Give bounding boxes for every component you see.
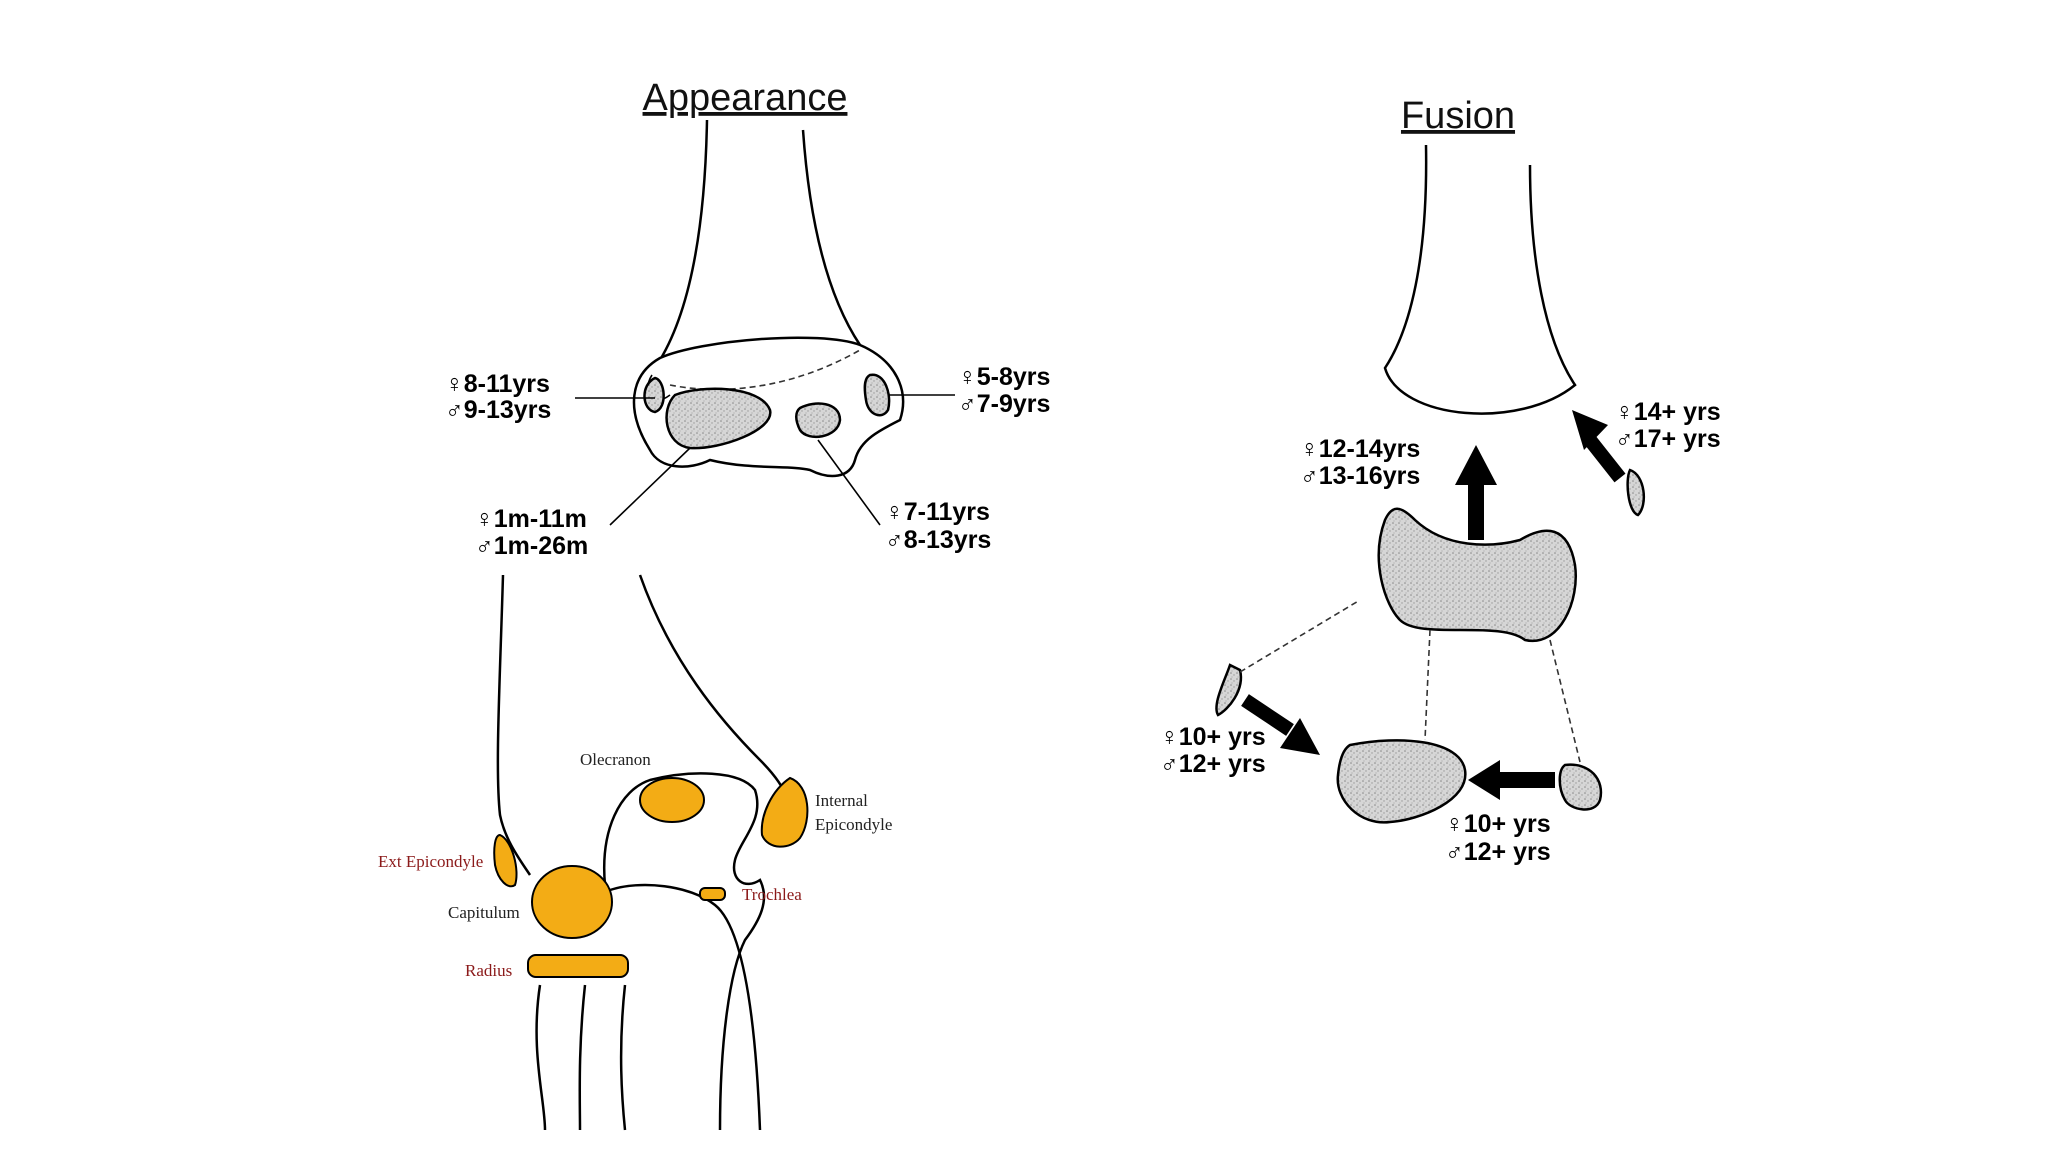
label-trochlea-male: ♂8-13yrs — [885, 526, 991, 554]
radius-shaft-right — [619, 984, 627, 1131]
label-fusion-lateral-male: ♂12+ yrs — [1160, 750, 1266, 778]
internal-epicondyle-cartilage — [760, 776, 809, 848]
arrow-up — [1455, 445, 1497, 540]
fusion-lateral-fragment — [1215, 663, 1243, 717]
radius-cartilage — [527, 954, 629, 978]
lateral-epicondyle-center — [643, 376, 665, 414]
label-fusion-trochlear-female: ♀10+ yrs — [1445, 810, 1551, 838]
capitulum-cartilage — [531, 865, 613, 939]
label-capitulum-female: ♀1m-11m — [475, 505, 587, 533]
dashed-right — [1549, 639, 1581, 763]
ext-epicondyle-cartilage — [493, 833, 518, 888]
label-fusion-shaft-female: ♀12-14yrs — [1300, 435, 1420, 463]
leader-trochlea — [817, 439, 881, 526]
label-internal-epicondyle-1: Internal — [815, 791, 868, 810]
medial-epicondyle-center — [863, 373, 891, 417]
label-ext-epicondyle: Ext Epicondyle — [378, 852, 483, 871]
radius-shaft-left — [535, 984, 547, 1131]
fusion-title: Fusion — [1401, 95, 1515, 137]
label-fusion-lateral-female: ♀10+ yrs — [1160, 723, 1266, 751]
appearance-panel: Appearance ♀8-11yrs ♂9-13yrs ♀5-8yrs ♂7-… — [378, 77, 1050, 1131]
label-trochlea: Trochlea — [742, 885, 802, 904]
fusion-humerus — [1383, 144, 1577, 415]
fusion-trochlear-block — [1336, 739, 1467, 824]
label-lateral-epicondyle-male: ♂9-13yrs — [445, 396, 551, 424]
fusion-panel: Fusion — [1160, 95, 1721, 866]
label-capitulum: Capitulum — [448, 903, 520, 922]
label-internal-epicondyle-2: Epicondyle — [815, 815, 892, 834]
elbow-humerus-left — [496, 574, 532, 876]
fusion-medial-fragment — [1626, 468, 1646, 517]
trochlea-center — [795, 402, 842, 439]
label-olecranon: Olecranon — [580, 750, 651, 769]
humerus-shaft — [658, 119, 709, 361]
arrow-right-fragment — [1468, 760, 1555, 800]
label-trochlea-female: ♀7-11yrs — [885, 498, 990, 526]
fusion-metaphysis — [1377, 507, 1577, 643]
label-fusion-medial-male: ♂17+ yrs — [1615, 425, 1721, 453]
appearance-title: Appearance — [643, 77, 848, 119]
label-fusion-trochlear-male: ♂12+ yrs — [1445, 838, 1551, 866]
label-fusion-medial-female: ♀14+ yrs — [1615, 398, 1721, 426]
dashed-center — [1424, 629, 1431, 741]
trochlea-cartilage — [699, 887, 726, 901]
label-capitulum-male: ♂1m-26m — [475, 532, 588, 560]
olecranon-cartilage — [639, 777, 705, 823]
fusion-right-fragment — [1558, 763, 1603, 811]
ulna-outline — [603, 772, 766, 1131]
label-radius: Radius — [465, 961, 512, 980]
humerus-shaft-right — [801, 129, 862, 346]
dashed-lateral — [1239, 599, 1361, 673]
label-medial-epicondyle-male: ♂7-9yrs — [958, 390, 1050, 418]
arrow-medial — [1572, 410, 1626, 483]
ulna-inner — [609, 883, 762, 1131]
radius-shaft-mid — [578, 984, 587, 1131]
label-fusion-shaft-male: ♂13-16yrs — [1300, 462, 1420, 490]
leader-capitulum — [609, 447, 691, 526]
arrow-lateral — [1241, 694, 1320, 755]
label-lateral-epicondyle-female: ♀8-11yrs — [445, 370, 550, 398]
label-medial-epicondyle-female: ♀5-8yrs — [958, 363, 1050, 391]
capitulum-center — [665, 387, 772, 450]
